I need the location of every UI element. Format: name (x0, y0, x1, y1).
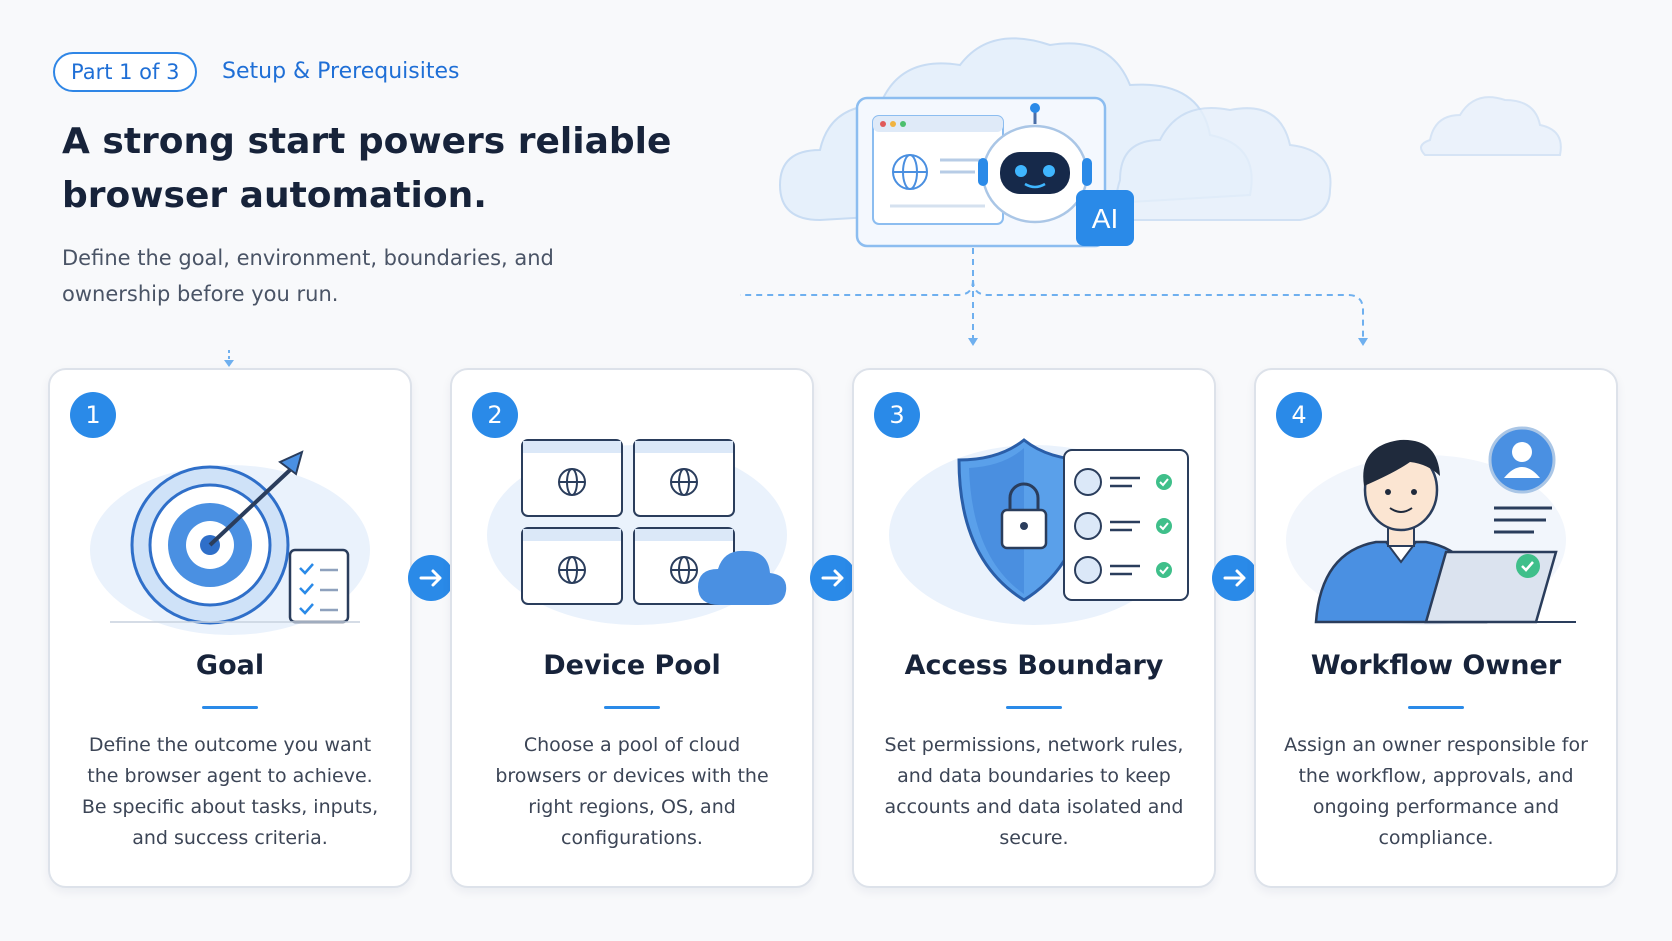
ai-badge: AI (1076, 190, 1134, 246)
step-description: Set permissions, network rules, and data… (884, 734, 1184, 849)
shield-lock-icon (889, 438, 1189, 625)
browser-grid-icon (487, 439, 787, 625)
title-underline (1006, 706, 1062, 709)
step-card-device-pool: 2 Device Pool Choose a pool of cloud bro… (450, 368, 814, 888)
cloud-icon (698, 550, 787, 605)
step-title: Device Pool (543, 650, 721, 681)
step-description: Define the outcome you want the browser … (81, 734, 379, 849)
page-subtitle: Define the goal, environment, boundaries… (62, 246, 554, 306)
connector-tick (224, 350, 234, 367)
step-number: 3 (874, 392, 920, 438)
title-underline (604, 706, 660, 709)
arrow-right-icon (810, 555, 856, 601)
target-icon (90, 450, 370, 635)
step-title: Goal (195, 650, 265, 681)
arrow-right-icon (1212, 555, 1258, 601)
arrow-right-icon (408, 555, 454, 601)
ai-label: AI (1092, 203, 1118, 234)
step-number: 4 (1276, 392, 1322, 438)
page-title: A strong start powers reliable browser a… (62, 121, 672, 216)
step-card-goal: 1 Goal Define the outcome you want the b… (48, 368, 412, 888)
hero-illustration: AI (740, 37, 1562, 346)
step-card-access-boundary: 3 Access Boundary Set permissions, netwo… (852, 368, 1216, 888)
title-underline (202, 706, 258, 709)
step-description: Choose a pool of cloud browsers or devic… (495, 734, 769, 849)
part-badge: Part 1 of 3 (53, 52, 198, 92)
title-underline (1408, 706, 1464, 709)
step-card-workflow-owner: 4 Workflow Owner Assign an owner respons… (1254, 368, 1618, 888)
section-label: Setup & Prerequisites (222, 59, 460, 84)
person-laptop-icon (1286, 426, 1576, 625)
step-description: Assign an owner responsible for the work… (1284, 734, 1588, 849)
step-number: 2 (472, 392, 518, 438)
robot-icon (978, 103, 1092, 224)
step-title: Workflow Owner (1310, 650, 1562, 681)
step-number: 1 (70, 392, 116, 438)
step-title: Access Boundary (904, 650, 1164, 681)
